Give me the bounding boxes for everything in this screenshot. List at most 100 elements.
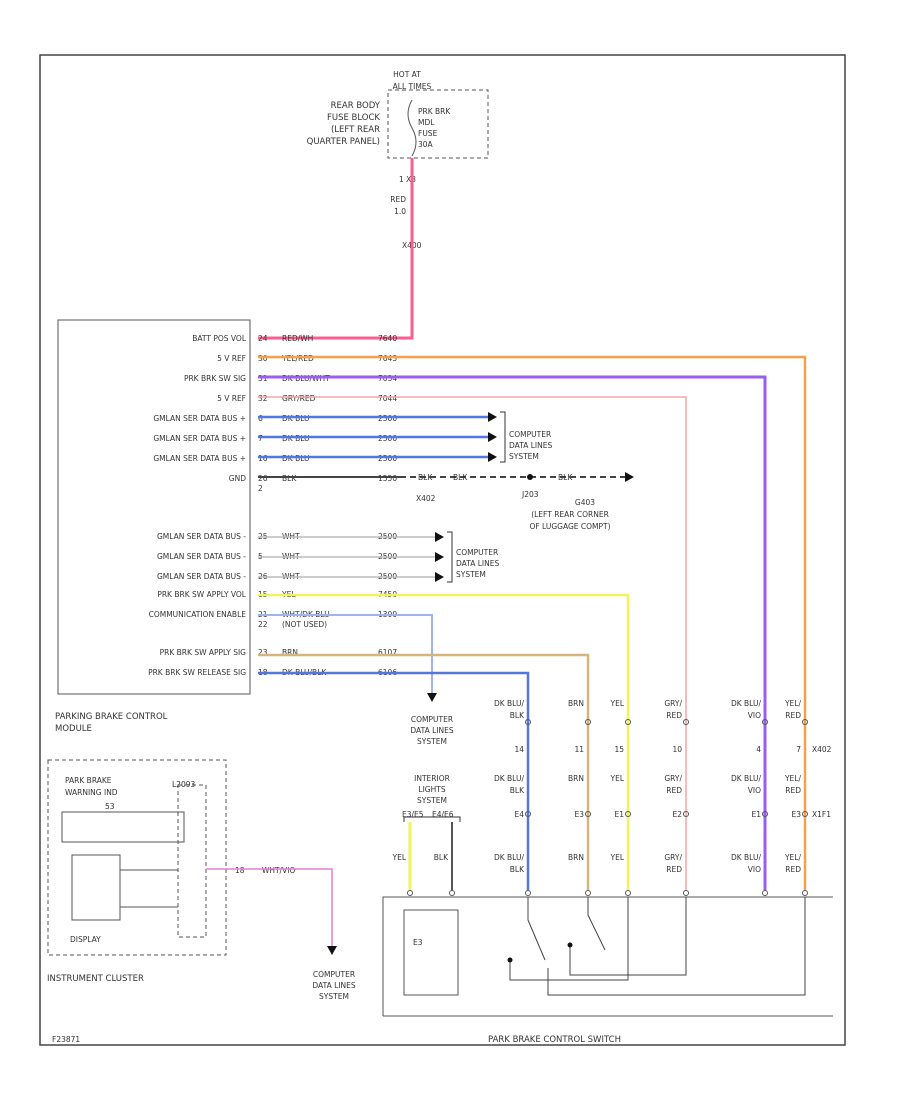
module-pin-label: GMLAN SER DATA BUS - (157, 572, 246, 581)
footer-code: F23871 (52, 1035, 80, 1044)
switch-bottom-wire-name: DK BLU/ (731, 853, 762, 862)
arrow-down-icon (427, 693, 437, 702)
bracket-icon (500, 411, 506, 463)
module-pin-label: 5 V REF (217, 354, 246, 363)
fuse-box (387, 89, 489, 159)
fuse-pin: 1 X3 (399, 175, 416, 184)
switch-top-wire-name: BRN (568, 699, 584, 708)
switch-mid-pin: E1 (751, 810, 761, 819)
arrow-icon (435, 552, 444, 562)
module-pin-wire: YEL/RED (281, 354, 314, 363)
bracket-icon (447, 531, 453, 583)
switch-top-wire-name: BLK (510, 711, 525, 720)
connector-pin-icon (525, 890, 531, 896)
module-pin-wire: (NOT USED) (282, 620, 327, 629)
ground-wire-c: BLK (558, 473, 573, 482)
cluster-box (47, 759, 227, 956)
display-box (71, 854, 121, 921)
module-pin-wire: DK BLU (282, 414, 310, 423)
switch-bottom-wire-name: BLK (510, 865, 525, 874)
cluster-wire: WHT/VIO (262, 866, 296, 875)
ref-data-lines-4a: COMPUTER (313, 970, 355, 979)
switch-top-wire-name: RED (785, 711, 801, 720)
connector-pin-icon (585, 890, 591, 896)
fuse-block-label-4: QUARTER PANEL) (307, 137, 380, 147)
connector-pin-icon (802, 719, 808, 725)
arrow-icon (435, 572, 444, 582)
fuse-block: HOT AT ALL TIMES REAR BODY FUSE BLOCK (L… (307, 70, 489, 250)
switch-bottom-wire-name: VIO (748, 865, 761, 874)
module-pin-label: GND (229, 474, 246, 483)
switch-mid-pin: E4 (514, 810, 524, 819)
module-pin-circuit: 1550 (378, 474, 397, 483)
wire-cluster (206, 868, 333, 948)
connector-pin-icon (585, 719, 591, 725)
switch-bottom-wire-name: BRN (568, 853, 584, 862)
lamp-box (403, 909, 459, 996)
hot-at-label-1: HOT AT (393, 70, 421, 79)
switch-top-conn: X402 (812, 745, 832, 754)
connector-pin-icon (625, 890, 631, 896)
ground-name-1: G403 (575, 498, 595, 507)
indicator-pin: 53 (105, 802, 115, 811)
module-pin-circuit: 7643 (378, 354, 397, 363)
display-label: DISPLAY (70, 935, 101, 944)
fuse-name-4: 30A (418, 140, 434, 149)
switch-mid-pin: E3 (791, 810, 801, 819)
connector-pin-icon (802, 890, 808, 896)
switch-bottom-wire-name: RED (785, 865, 801, 874)
switch-mid-wire-name: RED (785, 786, 801, 795)
module-pin-circuit: 2500 (378, 434, 397, 443)
connector-pin-icon (802, 811, 808, 817)
switch-mid-pin: E2 (672, 810, 682, 819)
module-pin-label: PRK BRK SW SIG (184, 374, 246, 383)
connector-pin-icon (762, 811, 768, 817)
module-pin-label: GMLAN SER DATA BUS - (157, 532, 246, 541)
interior-pin-b: E4/E6 (432, 810, 454, 819)
bracket-icon (403, 816, 461, 822)
module-pin-label: PRK BRK SW APPLY VOL (157, 590, 246, 599)
switch-mid-wire-name: YEL (610, 774, 625, 783)
switch-mid-wire-name: RED (666, 786, 682, 795)
connector-pin-icon (625, 719, 631, 725)
module-pin-number: 7 (258, 434, 263, 443)
switch-mid-wire-name: YEL/ (784, 774, 801, 783)
fuse-block-label-2: FUSE BLOCK (327, 113, 380, 123)
module-pin-circuit: 7640 (378, 334, 397, 343)
switch-top-pin: 15 (614, 745, 624, 754)
switch-mid-wire-name: VIO (748, 786, 761, 795)
fuse-name-3: FUSE (418, 129, 438, 138)
module-pin-number: 32 (258, 394, 268, 403)
module-pin-number: 6 (258, 414, 263, 423)
module-pin-label: PRK BRK SW APPLY SIG (160, 648, 247, 657)
switch-top-pin: 10 (672, 745, 682, 754)
switch-mid-wire-name: GRY/ (664, 774, 682, 783)
module-pin-number: 24 (258, 334, 268, 343)
arrow-down-icon (327, 946, 337, 955)
switch-bottom-wire-name: YEL (392, 853, 407, 862)
module-pin-circuit: 2500 (378, 414, 397, 423)
fuse-wire-gauge: 1.0 (394, 207, 406, 216)
connector-pin-icon (683, 811, 689, 817)
arrow-icon (488, 452, 497, 462)
switch-bottom-wire-name: DK BLU/ (494, 853, 525, 862)
module-pin-number: 22 (258, 620, 268, 629)
instrument-cluster: PARK BRAKE WARNING IND L2093 53 DISPLAY … (47, 759, 356, 1001)
arrow-icon (488, 432, 497, 442)
indicator-box (61, 811, 185, 843)
wire-5v-ref-yelred (258, 355, 807, 890)
switch-mid-pin: E1 (614, 810, 624, 819)
switch-mid-pin: E3 (574, 810, 584, 819)
connector-pin-icon (525, 719, 531, 725)
switch-mid-wire-name: BLK (510, 786, 525, 795)
switch-top-wire-name: YEL/ (784, 699, 801, 708)
connector-pin-icon (525, 811, 531, 817)
module-pin-label: GMLAN SER DATA BUS - (157, 552, 246, 561)
module-pin-wire: RED/WH (282, 334, 313, 343)
ground-splice: J203 (521, 490, 539, 499)
module-pin-wire: DK BLU (282, 454, 310, 463)
switch-bottom-wire-name: YEL/ (784, 853, 801, 862)
ref-data-lines-4c: SYSTEM (319, 992, 349, 1001)
switch-top-wire-name: RED (666, 711, 682, 720)
connector-pin-icon (625, 811, 631, 817)
